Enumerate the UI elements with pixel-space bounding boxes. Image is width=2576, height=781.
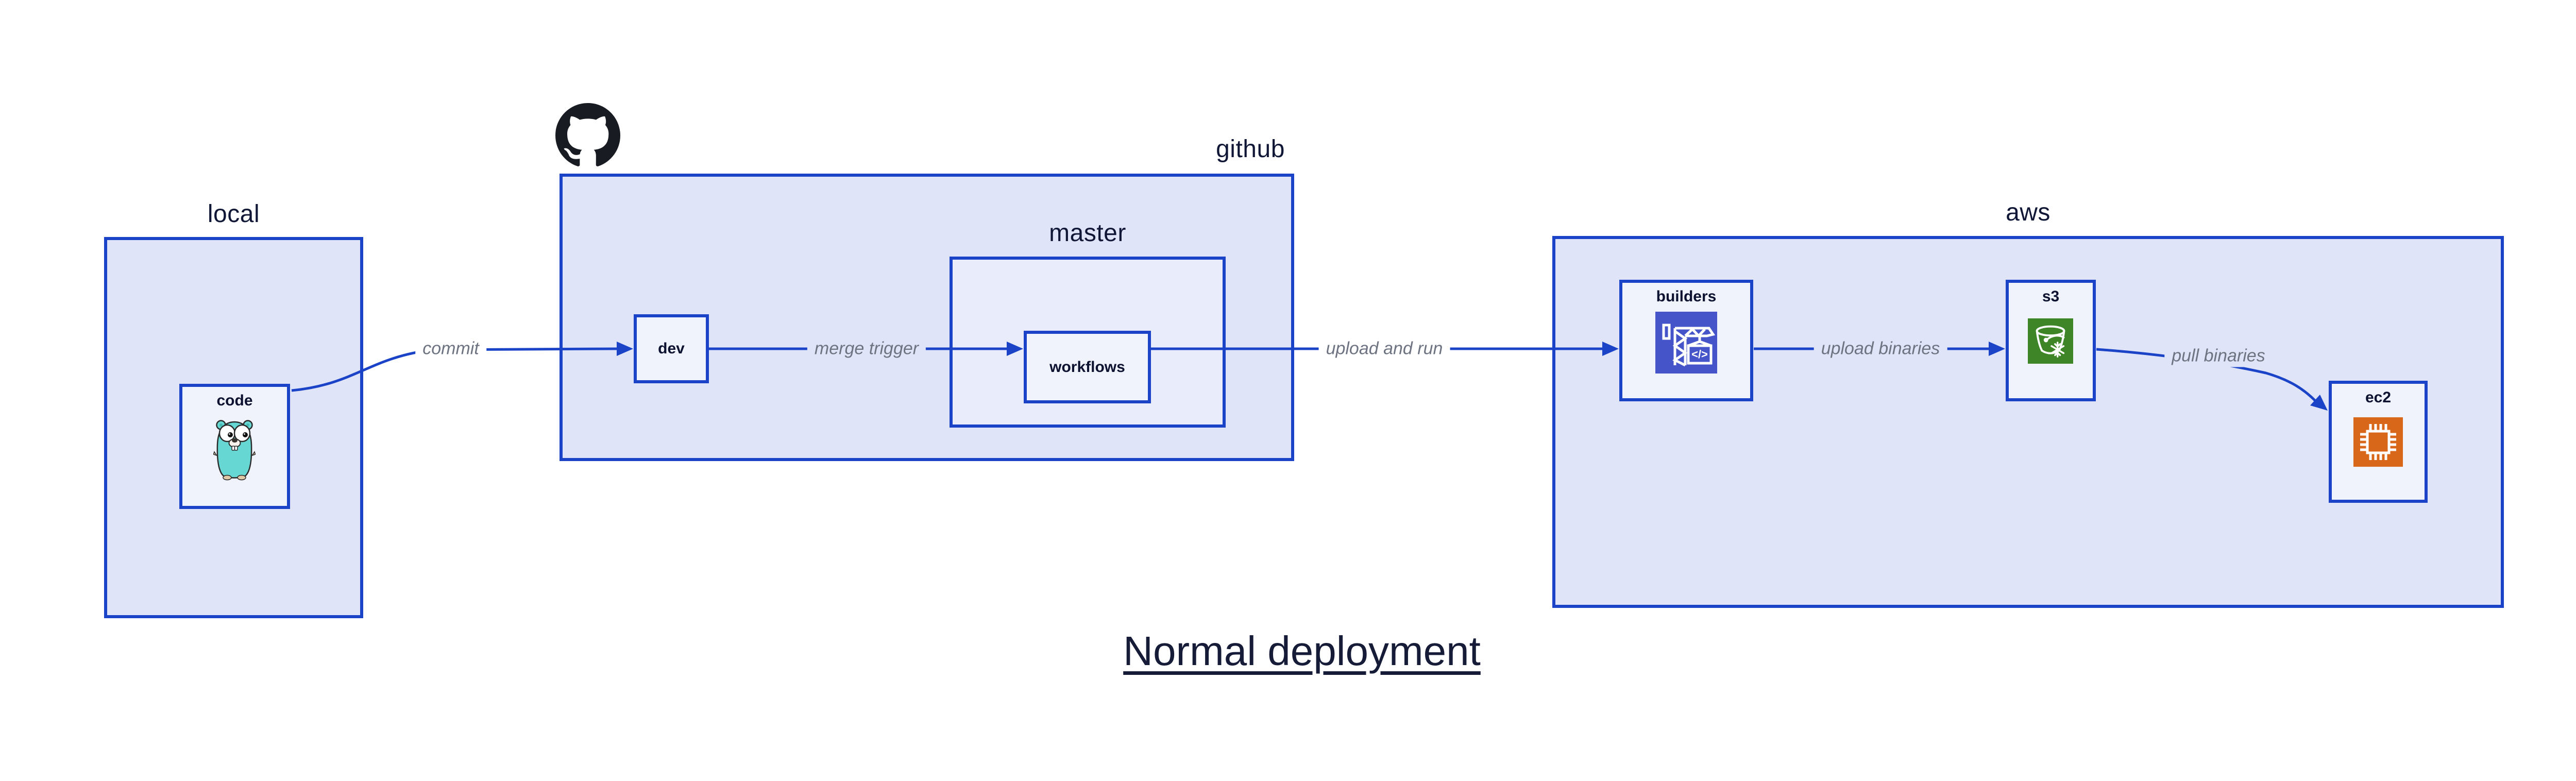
edge-merge-trigger-label: merge trigger [807,337,926,360]
group-master-label: master [1049,219,1126,247]
node-workflows: workflows [1024,331,1151,403]
codebuild-code-glyph: </> [1691,348,1708,361]
group-aws-label: aws [2006,199,2050,226]
aws-codebuild-crane-icon: </> [1655,312,1717,373]
diagram-title: Normal deployment [0,627,2576,675]
node-dev: dev [634,314,709,383]
aws-s3-bucket-icon [2028,318,2073,364]
node-dev-label: dev [658,340,685,357]
node-builders-label: builders [1656,288,1717,305]
edge-pull-binaries-label: pull binaries [2164,345,2273,367]
node-workflows-label: workflows [1049,358,1125,376]
aws-ec2-chip-icon [2353,417,2403,467]
edge-upload-and-run-label: upload and run [1318,337,1450,360]
group-github-label: github [1216,135,1285,163]
github-octocat-icon [555,103,620,166]
go-gopher-icon [213,420,256,481]
node-code-label: code [216,392,253,409]
node-s3: s3 [2006,280,2096,401]
node-ec2-label: ec2 [2365,389,2392,406]
edge-upload-binaries-label: upload binaries [1814,337,1947,360]
diagram-title-text: Normal deployment [1123,628,1481,674]
node-s3-label: s3 [2042,288,2060,305]
edge-commit-label: commit [415,337,486,360]
group-local-label: local [207,200,260,228]
